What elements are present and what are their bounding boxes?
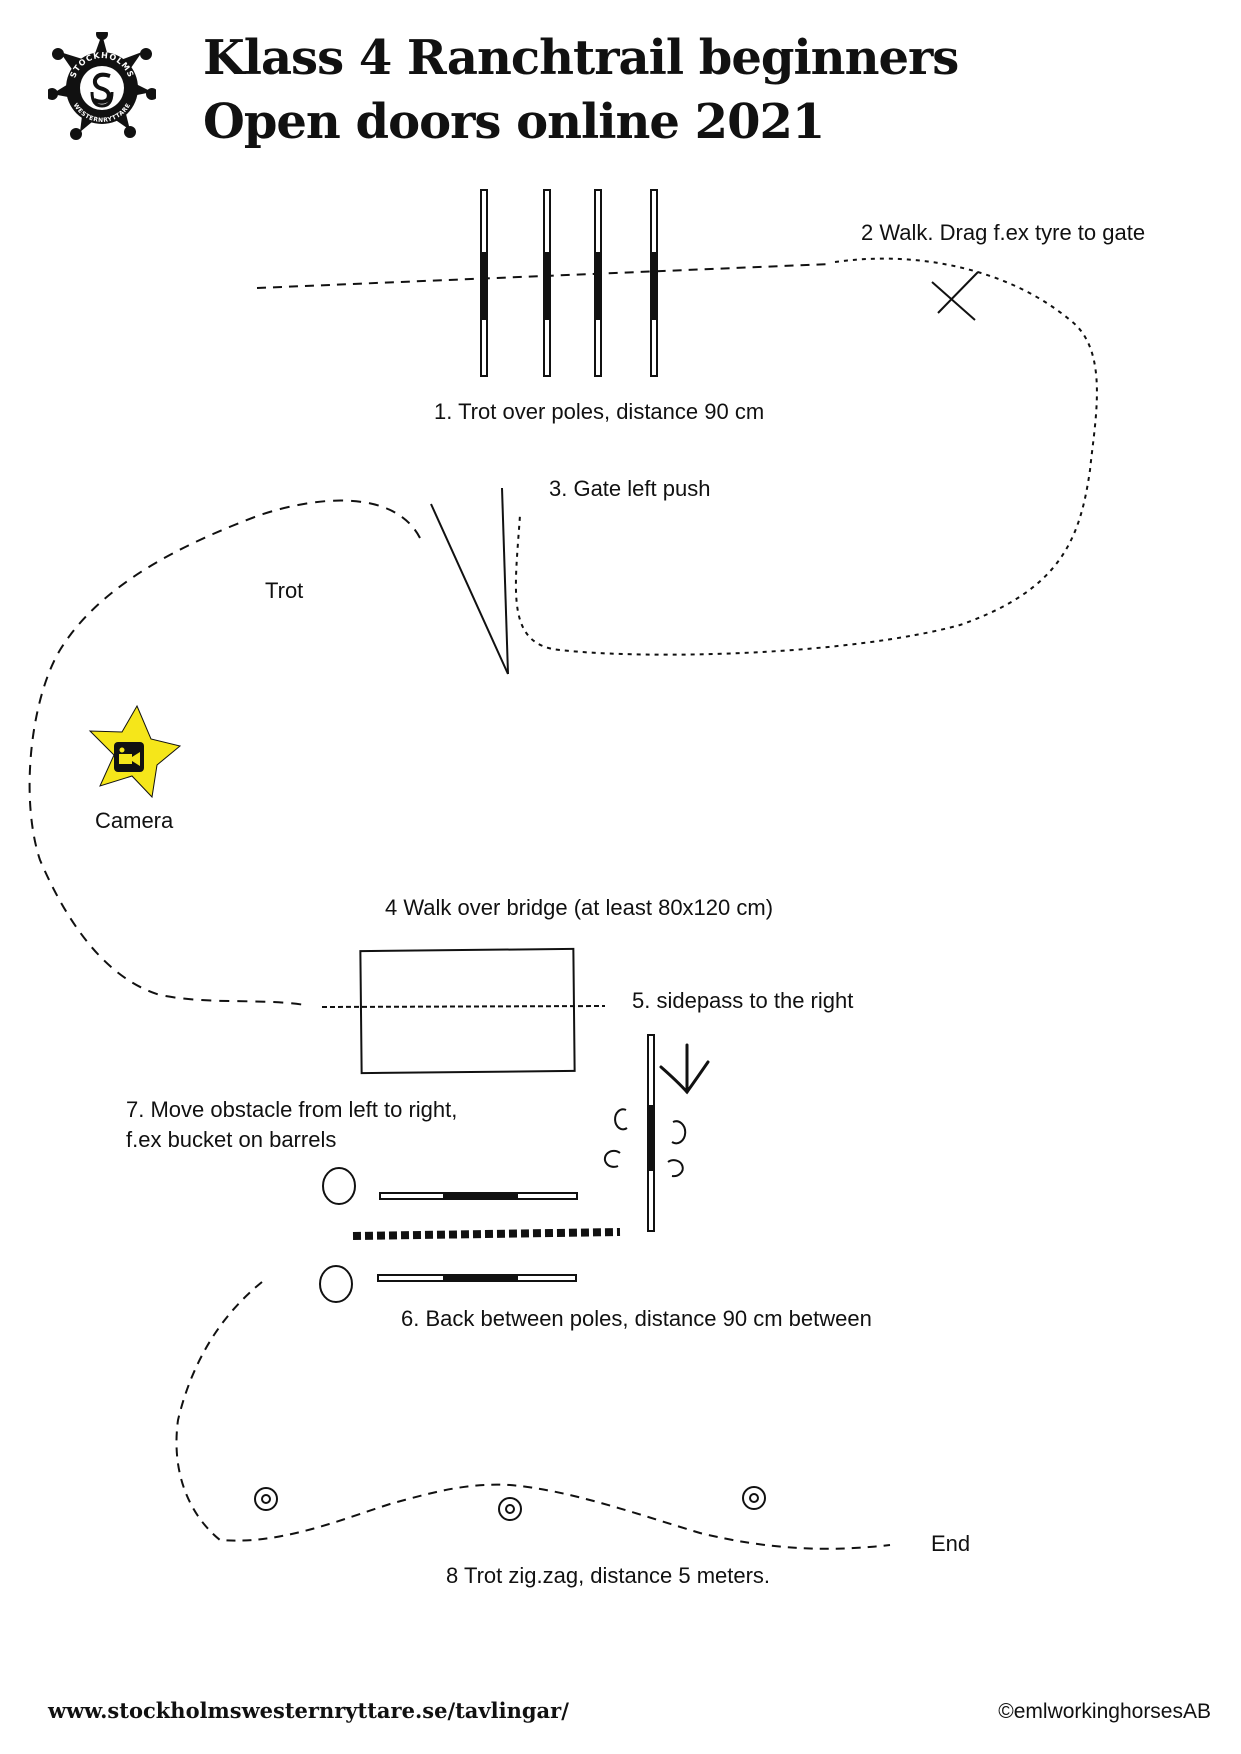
barrel-icon: [319, 1265, 353, 1303]
path-drag-to-gate: [514, 257, 1098, 656]
label-drag: 2 Walk. Drag f.ex tyre to gate: [861, 220, 1146, 245]
label-end: End: [931, 1531, 971, 1556]
footer-copyright: ©emlworkinghorsesAB: [998, 1700, 1211, 1723]
cone-marker-icon: [498, 1497, 522, 1521]
hoof-prints: [603, 1108, 687, 1178]
sidepass-pole: [647, 1034, 655, 1232]
label-camera: Camera: [95, 808, 174, 833]
footer-url: www.stockholmswesternryttare.se/tavlinga…: [48, 1698, 569, 1723]
trot-poles: [480, 189, 658, 377]
label-bridge: 4 Walk over bridge (at least 80x120 cm): [385, 895, 774, 920]
label-move-line-1: 7. Move obstacle from left to right,: [126, 1097, 458, 1122]
path-bridge: [321, 1005, 606, 1008]
label-backup: 6. Back between poles, distance 90 cm be…: [401, 1306, 872, 1331]
cone-marker-icon: [254, 1487, 278, 1511]
label-poles: 1. Trot over poles, distance 90 cm: [434, 399, 765, 424]
backup-poles: [377, 1192, 578, 1282]
cone-marker-icon: [742, 1486, 766, 1510]
label-move-line-2: f.ex bucket on barrels: [126, 1127, 337, 1152]
label-sidepass: 5. sidepass to the right: [632, 988, 854, 1013]
label-zigzag: 8 Trot zig.zag, distance 5 meters.: [446, 1563, 771, 1588]
path-zigzag: [175, 1281, 891, 1550]
bridge: [359, 947, 576, 1075]
backup-line: [352, 1228, 621, 1240]
barrel-icon: [322, 1167, 356, 1205]
path-trot-loop: [28, 499, 421, 1006]
page-title-line-1: Klass 4 Ranchtrail beginners: [203, 30, 959, 86]
sheriff-star-logo: STOCKHOLMS WESTERNRYTTARE: [48, 32, 156, 140]
page-title-line-2: Open doors online 2021: [203, 94, 825, 150]
camera-star-icon: [88, 704, 182, 799]
label-gate: 3. Gate left push: [549, 476, 711, 501]
gate: [430, 487, 509, 675]
arrow-down-icon: [659, 1043, 710, 1095]
cross-marker-icon: [931, 271, 979, 321]
label-trot: Trot: [265, 578, 304, 603]
